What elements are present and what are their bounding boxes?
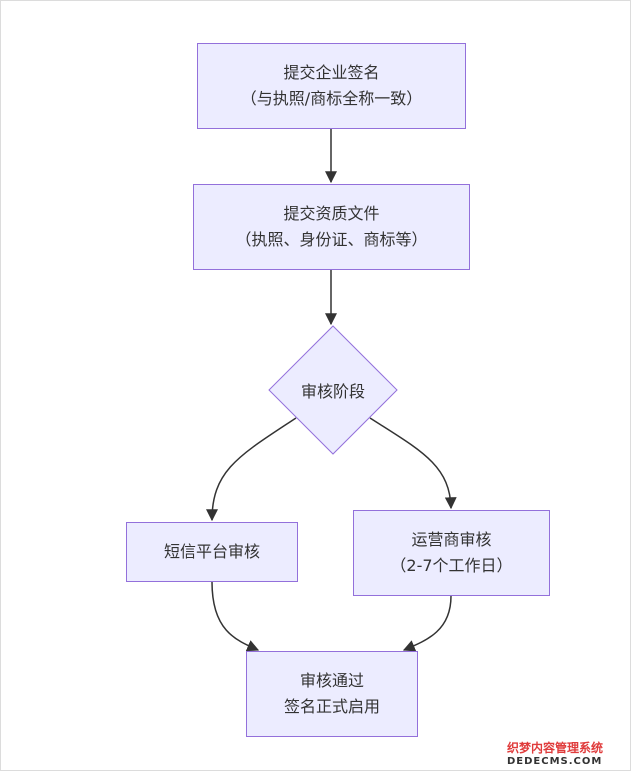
watermark-logo: 织梦内容管理系统 DEDECMS.COM [507,741,627,768]
node-carrier-review-line1: 运营商审核 [411,530,492,549]
edge-review-to-platform [206,417,297,522]
node-submit-documents-line2: （执照、身份证、商标等） [235,230,428,249]
edge-carrier-to-approved [402,595,452,652]
node-approved-line1: 审核通过 [299,671,364,690]
decision-diamond-shape [268,325,398,455]
node-submit-signature: 提交企业签名 （与执照/商标全称一致） [197,43,466,129]
node-submit-signature-line1: 提交企业签名 [283,63,380,82]
node-carrier-review-line2: （2-7个工作日） [390,556,513,575]
node-carrier-review: 运营商审核 （2-7个工作日） [353,510,550,596]
watermark-en-text: DEDECMS.COM [507,756,603,767]
node-platform-review: 短信平台审核 [126,522,298,582]
node-approved: 审核通过 签名正式启用 [246,651,418,737]
edge-review-to-carrier [369,417,457,510]
node-approved-line2: 签名正式启用 [283,697,380,716]
node-submit-documents-line1: 提交资质文件 [283,204,380,223]
edge-platform-to-approved [211,581,260,652]
node-review-stage-label: 审核阶段 [300,382,365,401]
watermark-cn-text: 织梦内容管理系统 [507,741,627,756]
node-review-stage: 审核阶段 [268,325,398,455]
node-platform-review-label: 短信平台审核 [163,542,260,561]
node-submit-documents: 提交资质文件 （执照、身份证、商标等） [193,184,470,270]
node-submit-signature-line2: （与执照/商标全称一致） [240,89,423,108]
